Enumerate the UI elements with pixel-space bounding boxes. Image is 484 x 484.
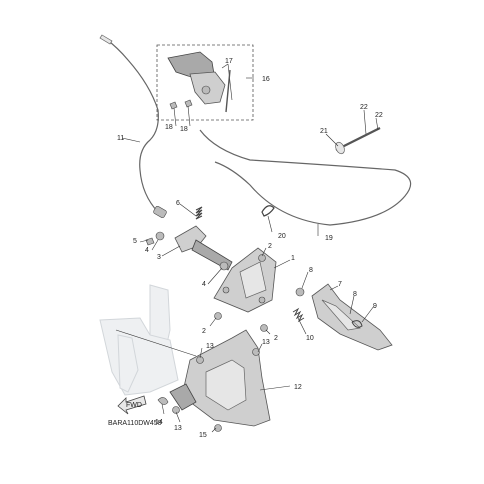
clip-20 [261,205,275,217]
cable-end-11 [99,34,113,45]
fwd-label: FWD [126,402,142,409]
callout-4b: 4 [202,281,206,288]
diagram-code: BARA110DW450 [108,420,162,427]
callout-3: 3 [157,254,161,261]
callout-20: 20 [278,233,286,240]
callout-15: 15 [199,432,207,439]
washer-8a [295,287,305,297]
screw-18a [169,101,178,110]
callout-16: 16 [262,76,270,83]
screw-13c [172,406,180,414]
callout-13a: 13 [206,343,214,350]
callout-18b: 18 [180,126,188,133]
ghost-frame-outline [99,284,179,396]
cable-adjuster-11 [153,205,167,219]
cable-19 [199,129,412,226]
inset-box-16 [156,44,254,121]
fwd-arrow-icon: FWD [117,395,147,415]
callout-1: 1 [291,255,295,262]
callout-18a: 18 [165,124,173,131]
callout-2a: 2 [268,243,272,250]
clip-14 [157,397,169,405]
callout-19: 19 [325,235,333,242]
callout-8a: 8 [309,267,313,274]
callout-21: 21 [320,128,328,135]
cover-12 [169,329,271,427]
callout-22b: 22 [375,112,383,119]
screw-18b [184,99,193,108]
callout-7: 7 [338,281,342,288]
clip-9 [351,320,363,328]
spring-10 [292,307,305,323]
callout-12: 12 [294,384,302,391]
screw-15 [214,424,222,432]
callout-8b: 8 [353,291,357,298]
bolt-2b [214,312,222,320]
footrest-7 [311,283,393,351]
bracket-plate-1 [213,247,277,313]
leader-lines [115,63,379,433]
bolt-2c [260,324,268,332]
callout-17: 17 [225,58,233,65]
callout-10: 10 [306,335,314,342]
bolt-2a [258,254,266,262]
cable-11 [104,37,159,213]
callout-4a: 4 [145,247,149,254]
callout-2b: 2 [202,328,206,335]
callout-22a: 22 [360,104,368,111]
callout-6: 6 [176,200,180,207]
lever-assembly-part [167,51,233,113]
callout-5: 5 [133,238,137,245]
washer-4a [155,231,165,241]
callout-2c: 2 [274,335,278,342]
screw-13b [252,348,260,356]
spring-6 [195,206,203,220]
callout-14: 14 [155,419,163,426]
pin-21-22 [335,127,381,155]
pin-5 [145,237,155,246]
callout-13c: 13 [174,425,182,432]
callout-13b: 13 [262,339,270,346]
callout-11: 11 [117,135,124,142]
callout-9: 9 [373,303,377,310]
